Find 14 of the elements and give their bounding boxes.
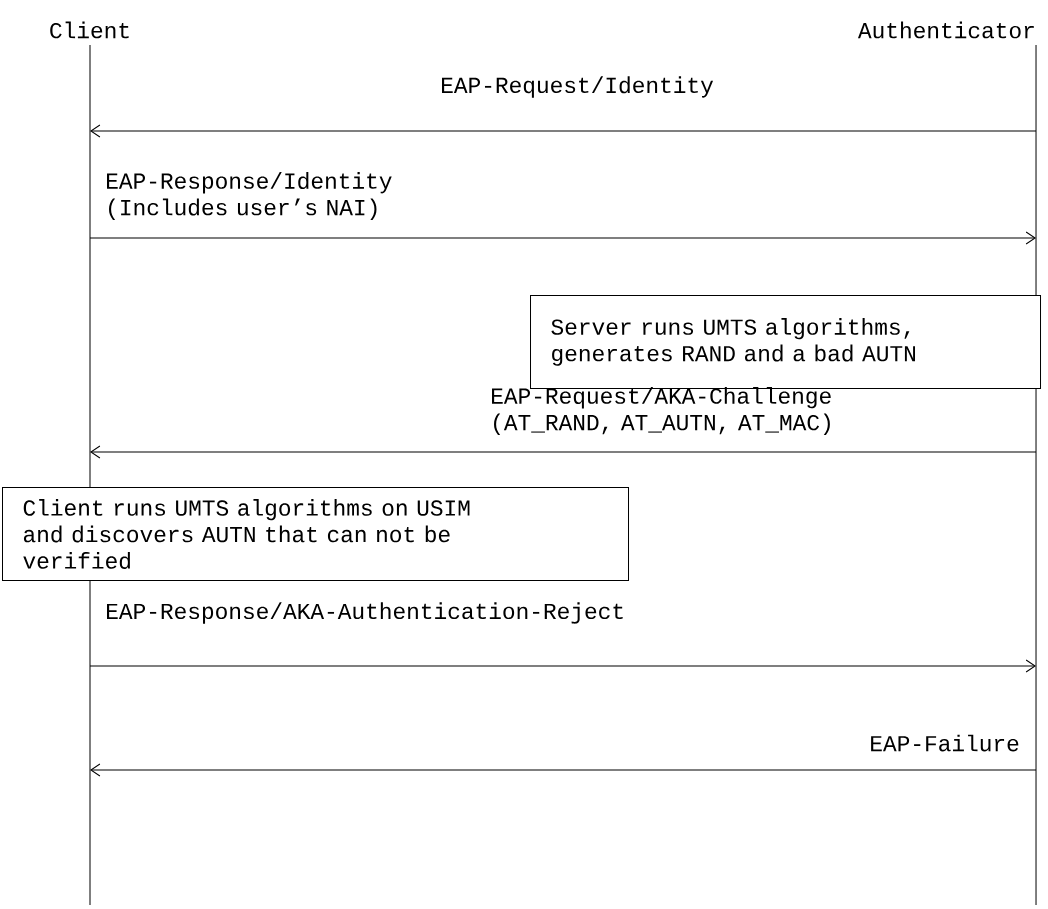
- participant-label: Client: [50, 21, 129, 39]
- message-arrow: [90, 445, 1037, 459]
- note-box: Server runs UMTS algorithms, generates RAND and a bad AUTN: [530, 295, 1041, 389]
- message-label: EAP-Request/Identity: [442, 76, 714, 98]
- message-label: EAP-Request/AKA-Challenge (AT_RAND, AT_AUTN, AT_MAC): [492, 387, 831, 435]
- message-arrow: [89, 231, 1036, 245]
- message-label: EAP-Failure: [871, 734, 1019, 752]
- message-arrow: [89, 659, 1036, 673]
- message-arrow: [90, 124, 1037, 138]
- note-box: Client runs UMTS algorithms on USIM and discovers AUTN that can not be verified: [2, 487, 629, 581]
- participant-label: Authenticator: [857, 21, 1034, 39]
- message-arrow: [90, 763, 1037, 777]
- message-label: EAP-Response/Identity (Includes user’s NAI): [107, 172, 392, 220]
- message-label: EAP-Response/AKA-Authentication-Reject: [107, 602, 623, 624]
